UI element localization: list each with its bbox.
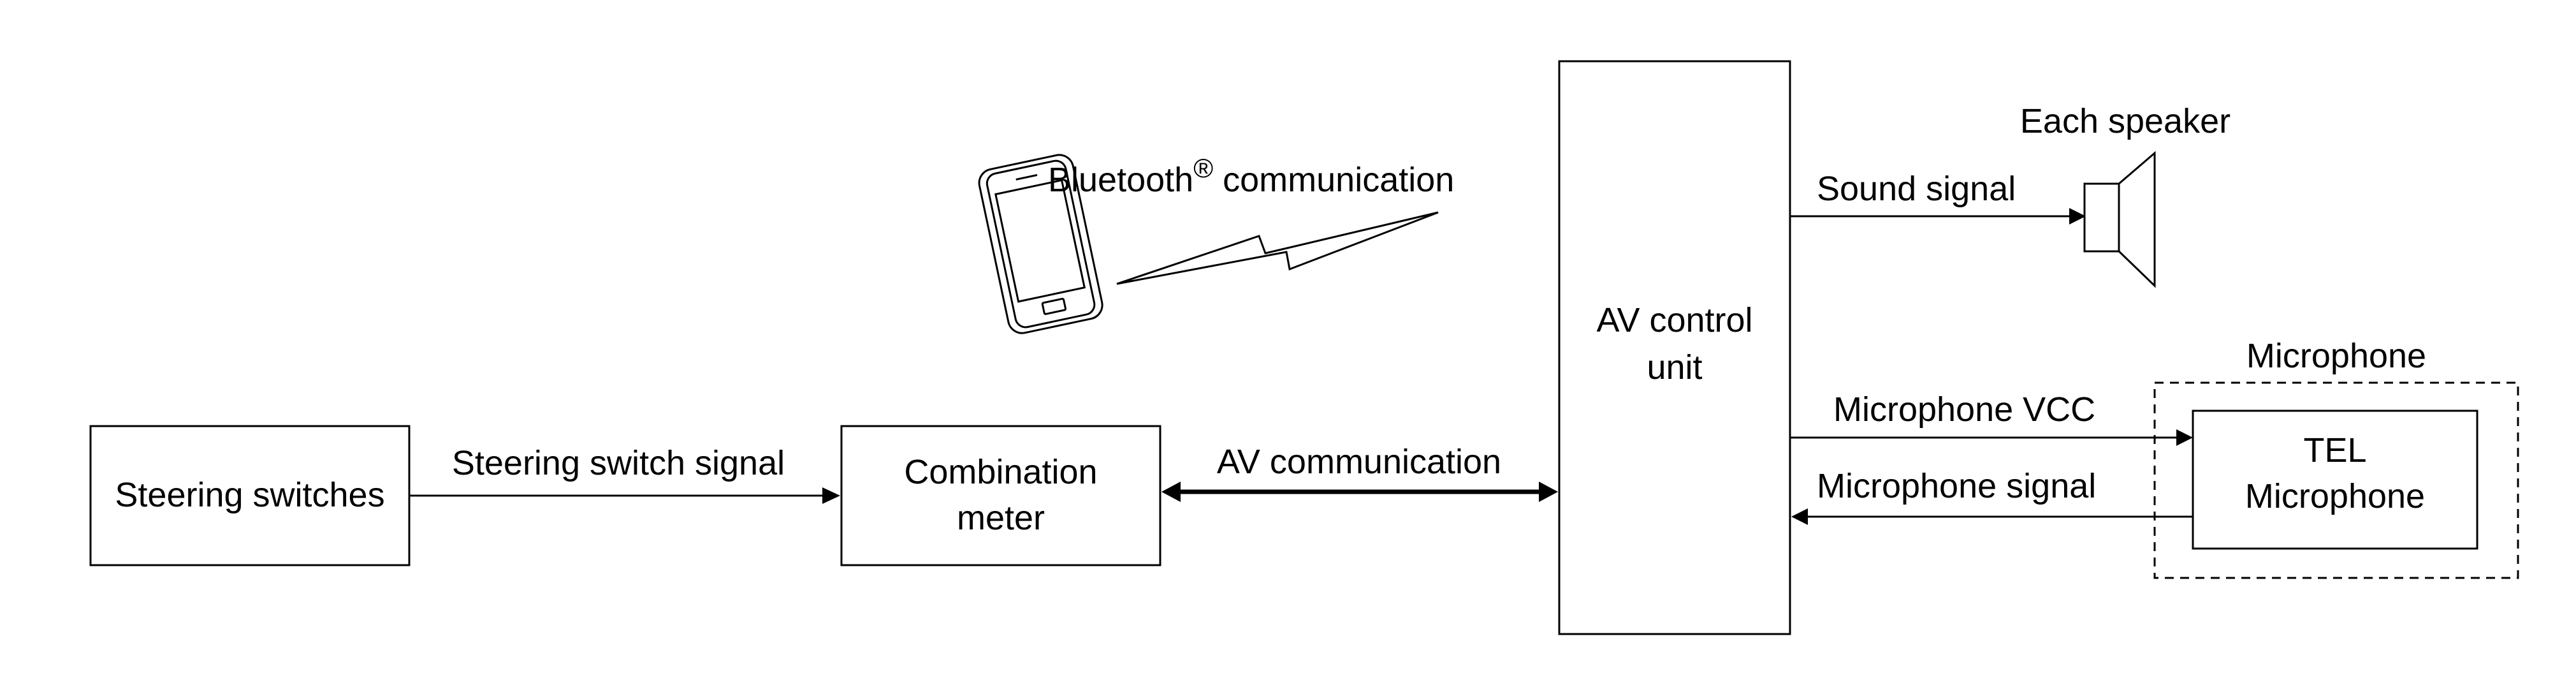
steering-switches-block: Steering switches [89,425,411,566]
microphone-group-label: Microphone [2246,337,2426,375]
each-speaker-label: Each speaker [2020,102,2230,140]
speaker-icon: Each speaker [2020,102,2230,288]
av-control-unit-label-line2: unit [1647,348,1702,387]
bluetooth-communication-text: communication [1213,161,1454,199]
steering-switch-signal-label: Steering switch signal [452,444,785,482]
steering-switches-label: Steering switches [115,476,384,514]
av-communication-label: AV communication [1217,443,1501,481]
arrowhead-icon [822,487,840,504]
combination-meter-label-line1: Combination [904,453,1097,491]
arrowhead-left-icon [1161,482,1181,502]
tel-microphone-label-line1: TEL [2303,431,2366,469]
arrowhead-icon [1791,508,1808,525]
arrowhead-icon [2069,208,2086,225]
microphone-signal-label: Microphone signal [1817,467,2096,505]
av-control-unit-label-line1: AV control [1596,301,1752,339]
bluetooth-label: Bluetooth® communication [1048,153,1454,199]
tel-microphone-label-line2: Microphone [2245,477,2425,515]
arrowhead-icon [2176,429,2193,446]
bluetooth-text: Bluetooth [1048,161,1193,199]
bluetooth-registered-mark: ® [1193,153,1213,183]
microphone-vcc-label: Microphone VCC [1833,390,2095,429]
microphone-vcc-wire: Microphone VCC [1790,390,2193,446]
microphone-group: Microphone [2153,337,2519,579]
av-control-unit-block: AV control unit [1558,60,1791,635]
av-communication-bus: AV communication [1161,443,1558,502]
smartphone-icon [978,154,1103,334]
combination-meter-block: Combination meter [840,425,1161,566]
lightning-icon [1116,211,1439,285]
microphone-signal-wire: Microphone signal [1791,467,2193,525]
sound-signal-wire: Sound signal [1790,170,2086,225]
tel-microphone-block: TEL Microphone [2192,410,2478,550]
combination-meter-label-line2: meter [957,499,1045,537]
arrowhead-right-icon [1539,482,1558,502]
steering-switch-signal-wire: Steering switch signal [409,444,840,504]
sound-signal-label: Sound signal [1817,170,2016,208]
